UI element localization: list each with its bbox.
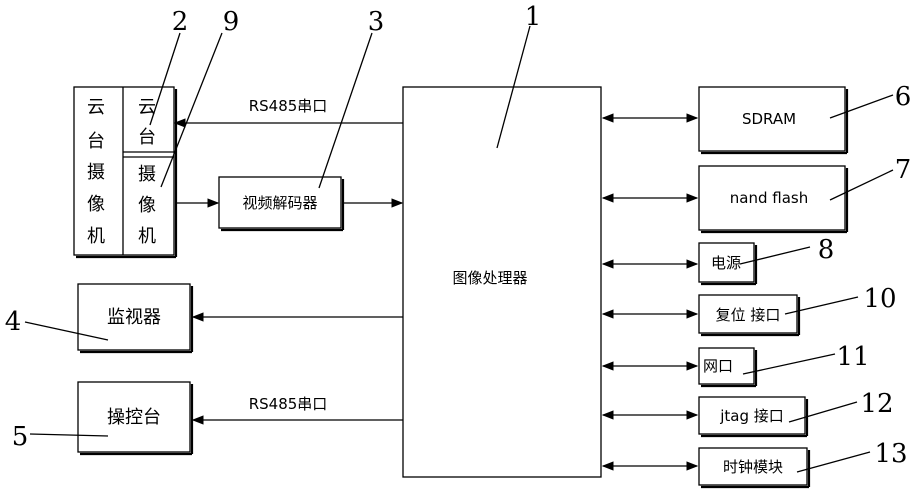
callout-4: 4 [5,307,22,337]
power-label: 电源 [711,254,741,272]
callout-6: 6 [895,82,912,112]
clock-module-block: 时钟模块 [699,448,809,487]
monitor-label: 监视器 [107,307,161,328]
sdram-block: SDRAM [699,87,847,153]
ptz-camera-char-5: 机 [87,226,105,247]
callout-3: 3 [368,7,385,37]
ptz-camera-char-2: 台 [87,131,105,152]
network-port-block: 网口 [699,348,756,386]
console-block: 操控台 [78,382,192,454]
callout-1: 1 [525,2,542,32]
callout-13: 13 [874,439,907,469]
reset-port-label: 复位 接口 [716,306,781,324]
callout-2: 2 [172,7,189,37]
callout-9: 9 [223,7,240,37]
ptz-camera-block: 云 台 摄 像 机 云 台 摄 像 机 [74,87,176,257]
video-decoder-label: 视频解码器 [242,194,317,212]
clock-module-label: 时钟模块 [723,458,783,476]
ptz-camera-char-4: 像 [87,194,105,215]
ptz-camera-char-3: 摄 [87,162,105,183]
console-label: 操控台 [107,407,161,428]
monitor-block: 监视器 [78,284,192,352]
reset-port-block: 复位 接口 [699,295,799,335]
jtag-port-block: jtag 接口 [699,397,807,436]
image-processor-label: 图像处理器 [452,269,527,287]
nand-flash-label: nand flash [730,189,808,207]
nand-flash-block: nand flash [699,166,847,232]
callout-12: 12 [860,389,893,419]
callout-7: 7 [895,155,912,185]
rs485-bottom-label: RS485串口 [249,395,328,413]
ptz-char-2: 台 [138,127,156,148]
ptz-camera-char-1: 云 [87,97,105,118]
callout-5: 5 [12,422,29,452]
camera-char-1: 摄 [138,164,156,185]
callout-10: 10 [863,284,896,314]
camera-char-2: 像 [138,195,156,216]
jtag-port-label: jtag 接口 [719,407,784,425]
callout-11: 11 [836,342,869,372]
video-decoder-block: 视频解码器 [219,177,343,230]
power-block: 电源 [699,243,756,284]
network-port-label: 网口 [703,357,733,375]
sdram-label: SDRAM [742,110,796,128]
camera-char-3: 机 [138,226,156,247]
rs485-top-label: RS485串口 [249,97,328,115]
callout-8: 8 [818,235,835,265]
